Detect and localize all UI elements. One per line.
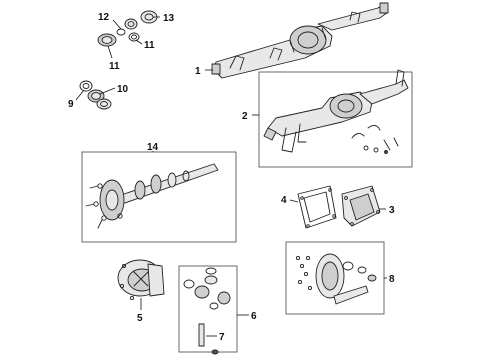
ring-pinion-8	[295, 253, 377, 305]
callout-14: 14	[147, 142, 159, 153]
callout-5: 5	[137, 313, 143, 324]
callout-6: 6	[251, 311, 257, 322]
shim-11	[128, 32, 140, 42]
leader-9	[75, 89, 85, 101]
washer-12	[116, 28, 126, 36]
side-gears-6	[183, 267, 231, 310]
cover-3	[341, 185, 381, 227]
housing-kit-box	[258, 71, 413, 168]
differential-case-5	[117, 259, 165, 301]
callout-9: 9	[68, 99, 74, 110]
callout-3: 3	[389, 205, 395, 216]
leader-4	[289, 199, 299, 203]
brackets-2	[351, 125, 399, 154]
axle-housing-2	[263, 69, 409, 153]
callout-7: 7	[219, 332, 225, 343]
callout-2: 2	[242, 111, 248, 122]
axle-shaft-box	[81, 151, 237, 243]
callout-13: 13	[163, 13, 175, 24]
cross-shaft-7	[198, 323, 219, 355]
callout-10: 10	[117, 84, 129, 95]
callout-12: 12	[98, 12, 110, 23]
axle-housing-assembly-1	[211, 2, 389, 79]
differential-gears-box	[178, 265, 238, 353]
bearing-cup-10	[96, 98, 112, 110]
leader-11b	[107, 45, 113, 59]
callout-11-upper: 11	[144, 40, 155, 51]
axle-shaft-14	[85, 163, 219, 229]
callout-8: 8	[389, 274, 395, 285]
leader-11a	[135, 39, 143, 45]
leader-12	[112, 19, 122, 30]
seal-9	[79, 80, 93, 92]
bearing-cone-12	[124, 18, 138, 30]
callout-11-lower: 11	[109, 61, 120, 72]
bearing-cone-10	[87, 89, 105, 103]
callout-1: 1	[195, 66, 201, 77]
callout-4: 4	[281, 195, 287, 206]
leader-10	[99, 87, 116, 95]
gasket-4	[297, 185, 337, 229]
seal-11-upper	[97, 33, 117, 47]
